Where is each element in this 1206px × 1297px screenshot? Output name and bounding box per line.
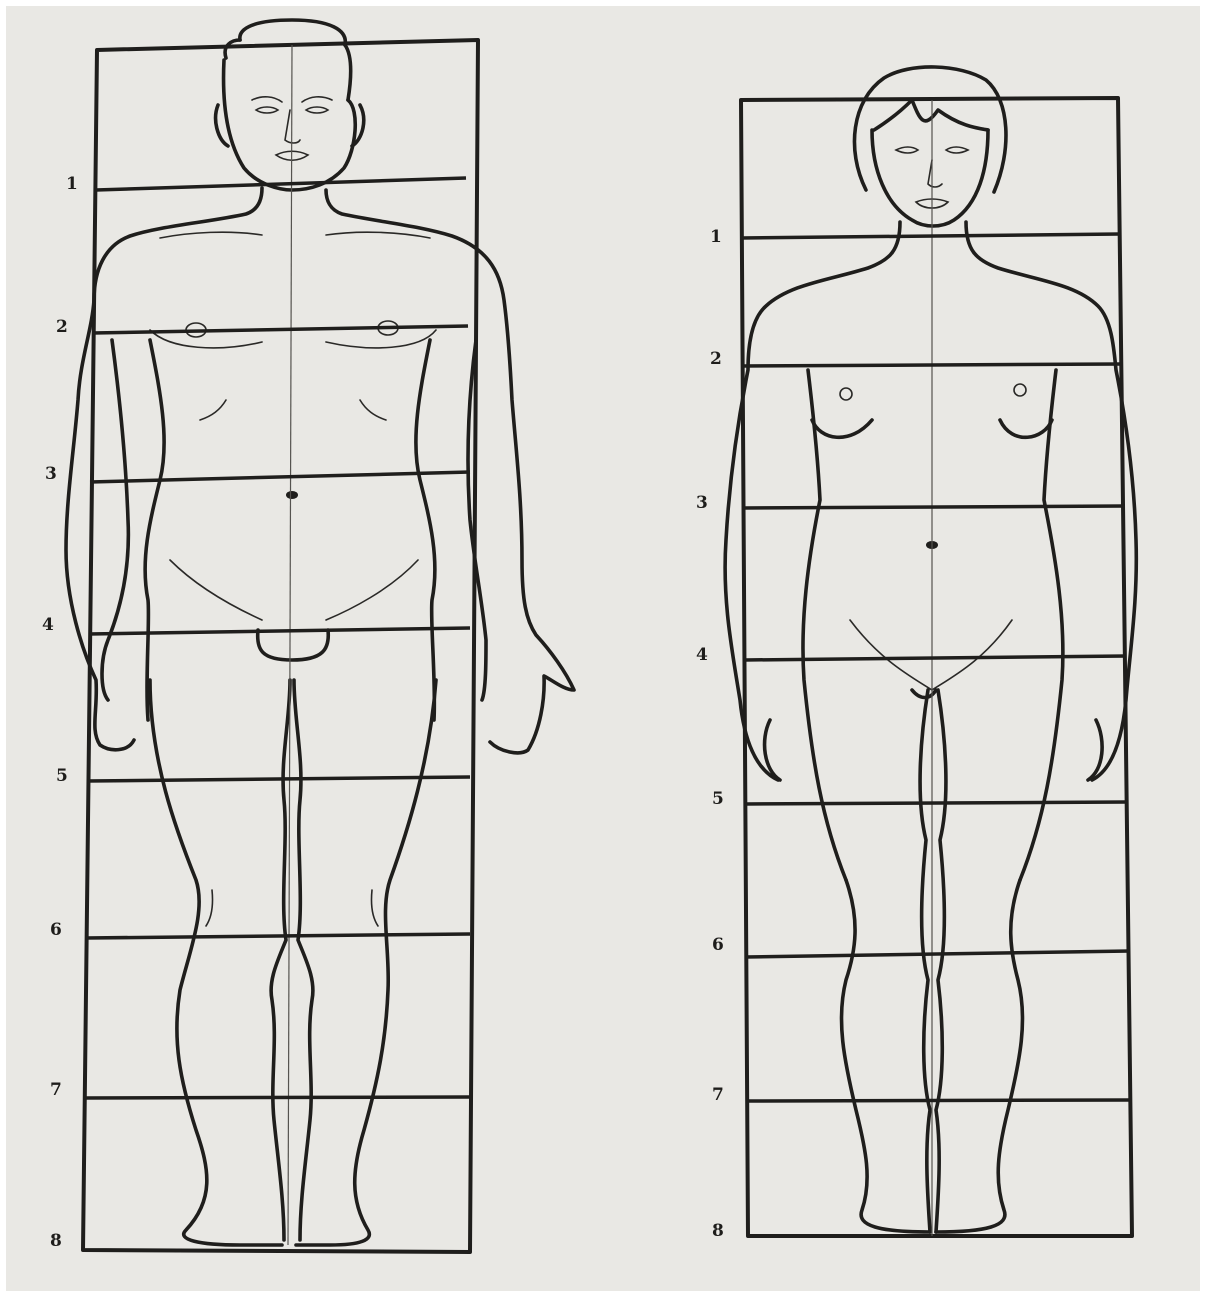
female-label-7: 7 [712, 1085, 724, 1105]
female-label-2: 2 [710, 349, 722, 369]
female-figure: 1 2 3 4 5 6 7 8 [696, 67, 1136, 1241]
male-label-3: 3 [45, 464, 57, 484]
female-label-3: 3 [696, 493, 708, 513]
male-body [66, 188, 574, 753]
female-label-4: 4 [696, 645, 708, 665]
male-label-6: 6 [50, 920, 62, 940]
male-label-4: 4 [42, 615, 54, 635]
male-center-line [288, 45, 292, 1245]
female-labels: 1 2 3 4 5 6 7 8 [696, 227, 724, 1241]
female-head [854, 67, 1006, 226]
male-label-8: 8 [50, 1231, 62, 1251]
male-grid-frame [83, 40, 478, 1252]
male-label-7: 7 [50, 1080, 62, 1100]
female-label-8: 8 [712, 1221, 724, 1241]
male-legs [150, 680, 436, 1245]
female-label-1: 1 [710, 227, 722, 247]
female-grid-rules [741, 234, 1130, 1101]
male-figure: 1 2 3 4 5 6 7 8 [42, 20, 574, 1252]
male-label-5: 5 [56, 766, 68, 786]
male-label-2: 2 [56, 317, 68, 337]
male-labels: 1 2 3 4 5 6 7 8 [42, 174, 78, 1251]
female-body [725, 222, 1136, 880]
male-label-1: 1 [66, 174, 78, 194]
female-grid-frame [741, 98, 1132, 1236]
female-label-5: 5 [712, 789, 724, 809]
female-label-6: 6 [712, 935, 724, 955]
